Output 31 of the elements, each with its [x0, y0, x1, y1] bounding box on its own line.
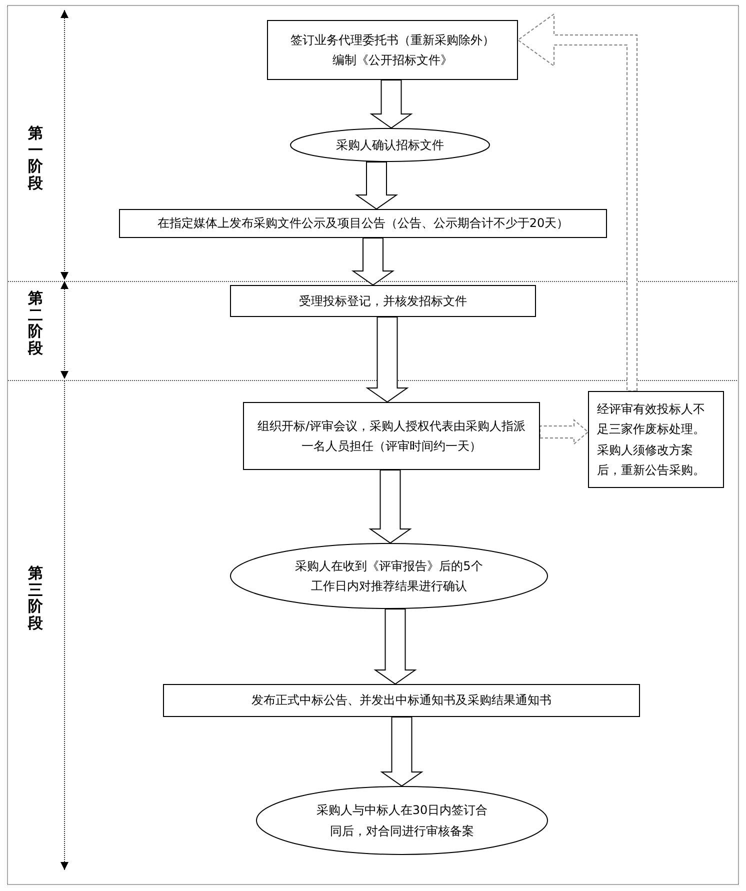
phase-label: 第一阶段	[28, 125, 43, 191]
node-text: 签订业务代理委托书（重新采购除外）	[290, 32, 494, 49]
process-box	[119, 209, 607, 238]
node-text: 在指定媒体上发布采购文件公示及项目公告（公告、公示期合计不少于20天）	[157, 215, 569, 232]
node-text: 采购人在收到《评审报告》后的5个工作日内对推荐结果进行确认	[294, 558, 484, 595]
node-text: 受理投标登记，并核发招标文件	[299, 292, 467, 310]
block-arrow	[370, 80, 413, 129]
block-arrow	[517, 13, 638, 392]
node-text: 发布正式中标公告、并发出中标通知书及采购结果通知书	[252, 692, 552, 710]
block-arrow	[354, 162, 398, 210]
phase-label: 第二阶段	[28, 290, 43, 356]
block-arrow	[374, 608, 417, 685]
block-arrow	[351, 238, 395, 286]
process-ellipse	[256, 786, 548, 855]
node-text: 采购人确认招标文件	[336, 136, 444, 154]
block-arrow	[368, 470, 412, 544]
phase-label: 第三阶段	[28, 565, 43, 631]
process-box	[243, 402, 540, 470]
node-text: 经评审有效投标人不足三家作废标处理。采购人须修改方案后，重新公告采购。	[597, 400, 706, 479]
node-text: 组织开标/评审会议，采购人授权代表由采购人指派一名人员担任（评审时间约一天）	[256, 418, 527, 455]
process-box	[163, 684, 640, 717]
process-ellipse	[290, 128, 490, 162]
process-box	[230, 285, 536, 317]
process-ellipse	[230, 543, 548, 609]
process-box	[588, 391, 724, 488]
process-box	[267, 20, 518, 80]
node-text: 采购人与中标人在30日内签订合同后，对合同进行审核备案	[316, 802, 488, 840]
block-arrow	[540, 418, 589, 446]
block-arrow	[366, 316, 409, 403]
node-text: 编制《公开招标文件》	[332, 52, 452, 69]
block-arrow	[380, 716, 424, 787]
